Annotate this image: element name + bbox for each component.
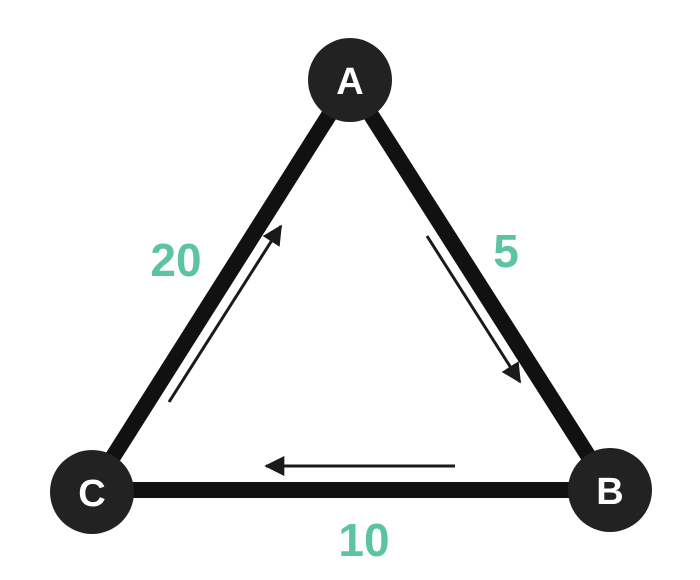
node-c-circle bbox=[50, 450, 134, 534]
edge-weight-b-c: 10 bbox=[338, 514, 389, 566]
edge-weight-a-b: 5 bbox=[493, 225, 519, 277]
node-c: C bbox=[50, 450, 134, 534]
edge-c-a bbox=[84, 74, 358, 498]
node-a: A bbox=[308, 38, 392, 122]
node-c-label: C bbox=[78, 473, 105, 515]
node-b-circle bbox=[568, 448, 652, 532]
node-b: B bbox=[568, 448, 652, 532]
node-a-circle bbox=[308, 38, 392, 122]
arrow-c-to-a bbox=[167, 224, 283, 403]
edge-a-b bbox=[342, 74, 618, 498]
node-b-label: B bbox=[596, 471, 623, 513]
node-a-label: A bbox=[336, 61, 363, 103]
arrow-a-to-b bbox=[425, 235, 522, 384]
edge-weight-c-a: 20 bbox=[150, 234, 201, 286]
